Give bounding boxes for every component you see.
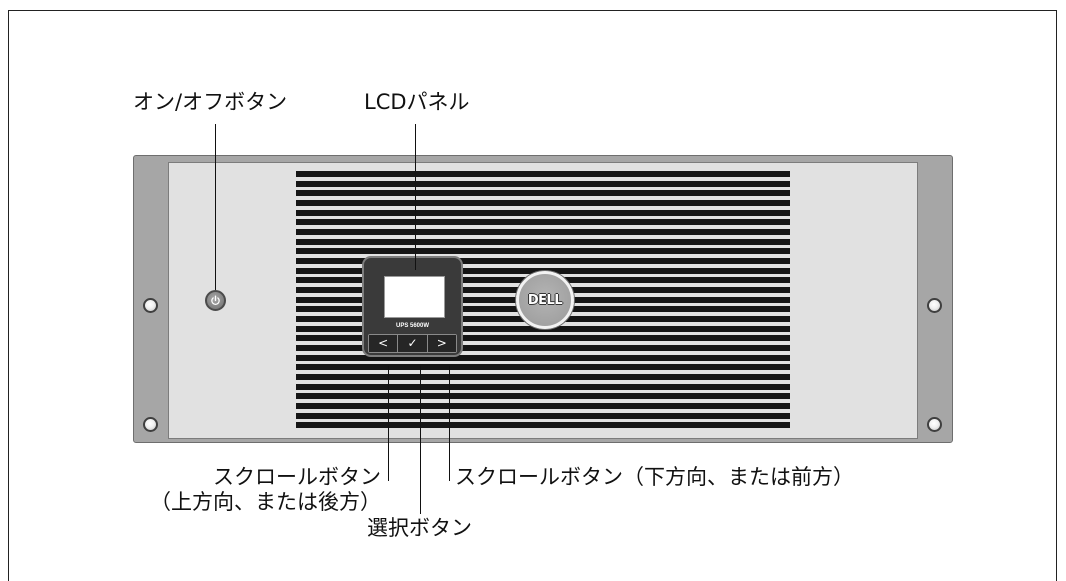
vent-slat	[296, 344, 790, 351]
select-button-callout: 選択ボタン	[367, 516, 472, 540]
vent-slat	[296, 171, 790, 177]
lcd-screen	[384, 276, 445, 318]
vent-slat	[296, 180, 790, 187]
scroll-down-button-callout: スクロールボタン（下方向、または前方）	[455, 465, 854, 489]
vent-slat	[296, 267, 790, 274]
vent-slat	[296, 422, 790, 429]
vent-slat	[296, 364, 790, 371]
vent-slat	[296, 190, 790, 197]
scroll-up-button-callout-detail: （上方向、または後方）	[150, 490, 381, 514]
vent-slat	[296, 412, 790, 419]
vent-slat	[296, 393, 790, 400]
model-label: UPS 5600W	[395, 323, 429, 329]
vent-slat	[296, 199, 790, 206]
lcd-panel-callout: LCDパネル	[364, 90, 470, 114]
screw-icon	[927, 417, 942, 432]
select-button: ✓	[398, 335, 427, 352]
scroll-up-leader-line	[388, 366, 389, 481]
power-button	[205, 290, 226, 311]
lcd-panel-leader-line	[415, 124, 416, 270]
scroll-up-button-callout: スクロールボタン	[213, 465, 381, 489]
screw-icon	[143, 417, 158, 432]
figure-frame	[8, 10, 1057, 581]
vent-slat	[296, 373, 790, 380]
screw-icon	[143, 298, 158, 313]
vent-slat	[296, 402, 790, 409]
vent-slat	[296, 238, 790, 245]
vent-slat	[296, 335, 790, 342]
scroll-down-leader-line	[449, 366, 450, 481]
lcd-panel: UPS 5600W < ✓ >	[362, 256, 463, 357]
dell-logo-text: DELL	[527, 292, 563, 308]
vent-slat	[296, 257, 790, 264]
power-button-leader-line	[215, 124, 216, 290]
vent-slat	[296, 383, 790, 390]
vent-slat	[296, 219, 790, 226]
vent-slat	[296, 354, 790, 361]
select-leader-line	[420, 366, 421, 514]
scroll-up-button: <	[369, 335, 398, 352]
vent-slat	[296, 209, 790, 216]
lcd-button-row: < ✓ >	[368, 334, 457, 353]
vent-slat	[296, 248, 790, 255]
power-button-callout: オン/オフボタン	[133, 90, 288, 114]
screw-icon	[927, 298, 942, 313]
power-icon	[211, 295, 220, 306]
vent-slat	[296, 228, 790, 235]
scroll-down-button: >	[427, 335, 456, 352]
dell-logo: DELL	[516, 271, 574, 329]
vent-grille	[296, 171, 790, 433]
